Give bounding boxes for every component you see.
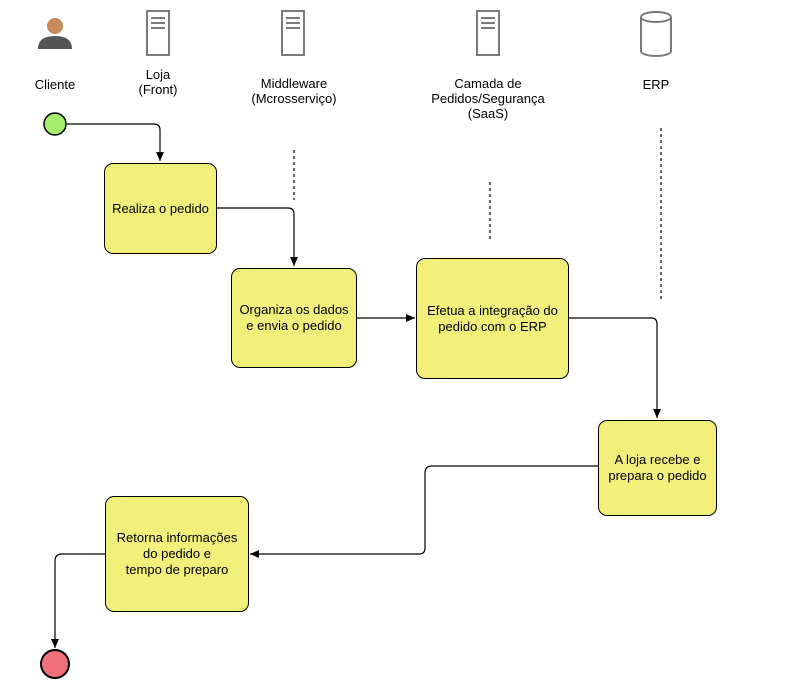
connector-realiza-to-organiza — [217, 207, 298, 266]
lane-label-erp: ERP — [642, 77, 670, 92]
server-icon — [281, 10, 305, 56]
server-icon — [146, 10, 170, 56]
task-efetua-integracao: Efetua a integração do pedido com o ERP — [416, 258, 569, 379]
lane-label-camada: Camada de Pedidos/Segurança (SaaS) — [431, 76, 545, 121]
lane-label-middleware: Middleware (Mcrosserviço) — [251, 76, 337, 106]
connector-recebe-to-retorna — [250, 465, 598, 558]
database-icon — [640, 11, 672, 57]
server-icon — [476, 10, 500, 56]
connector-retorna-to-end — [51, 553, 105, 648]
connector-efetua-to-recebe — [569, 317, 661, 418]
user-icon — [38, 18, 72, 49]
start-event — [43, 112, 67, 136]
connector-start-to-realiza — [67, 123, 164, 161]
lane-label-cliente: Cliente — [34, 77, 76, 92]
task-organiza-os-dados: Organiza os dados e envia o pedido — [231, 268, 357, 368]
task-retorna-informacoes: Retorna informações do pedido e tempo de… — [105, 496, 249, 612]
task-realiza-o-pedido: Realiza o pedido — [104, 163, 217, 254]
lane-label-loja: Loja (Front) — [138, 67, 178, 97]
end-event — [40, 649, 70, 679]
task-loja-recebe: A loja recebe e prepara o pedido — [598, 420, 717, 516]
